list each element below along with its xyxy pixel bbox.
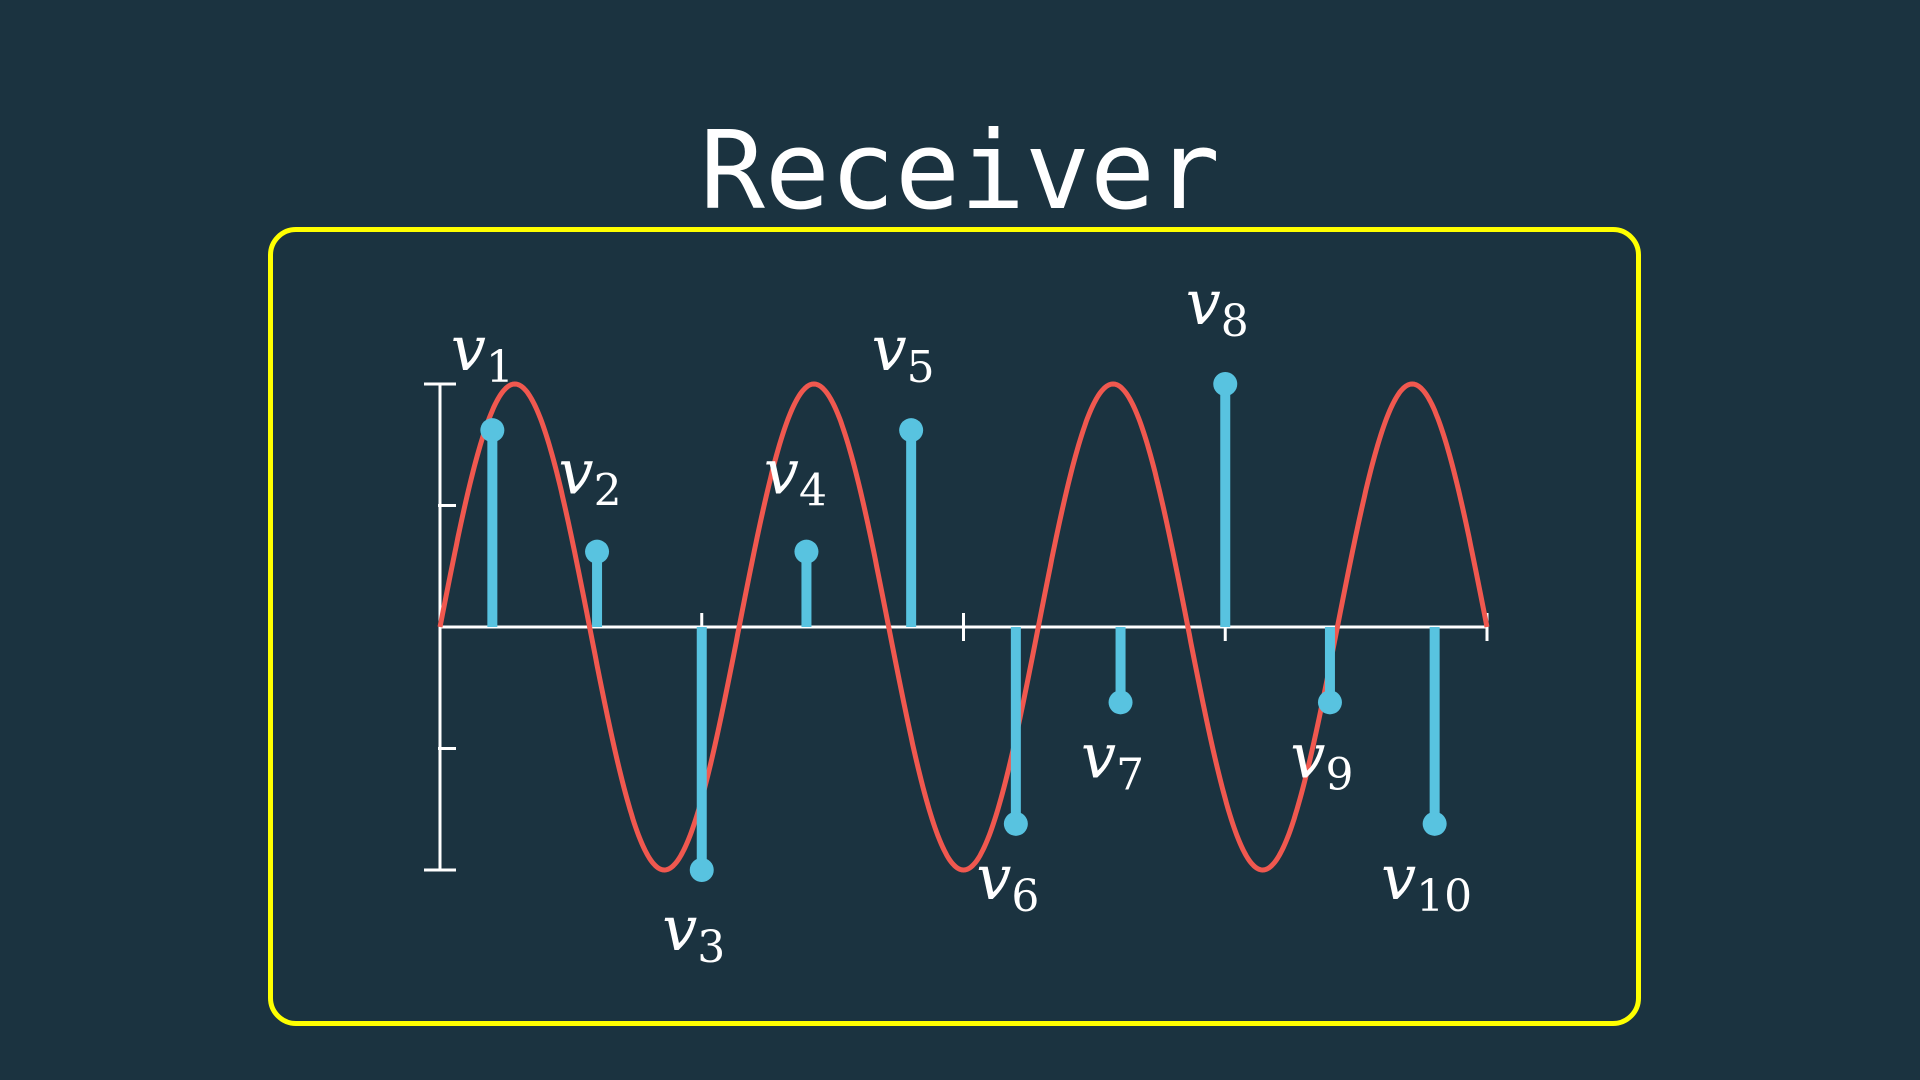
sample-dot: [689, 858, 714, 882]
receiver-frame: [268, 227, 1641, 1026]
wave-line: [437, 381, 1490, 873]
sample-stems: [480, 372, 1447, 882]
sample-dot: [794, 539, 819, 564]
sample-label: v6: [976, 841, 1039, 922]
sample-dot: [1213, 372, 1238, 396]
sample-dot: [1108, 690, 1133, 715]
sample-dot: [899, 418, 924, 443]
sample-label: v4: [764, 436, 827, 517]
sample-label: v10: [1381, 841, 1472, 922]
sample-dot: [1003, 811, 1028, 836]
diagram-title: Receiver: [699, 109, 1221, 234]
sample-labels: v1 v2 v3 v4 v5 v6 v7 v8 v9 v10: [451, 266, 1472, 973]
sample-label: v3: [662, 892, 725, 973]
sample-dot: [1422, 811, 1447, 836]
sine-wave: [437, 381, 1490, 873]
sample-label: v8: [1186, 266, 1249, 347]
sample-label: v2: [559, 436, 622, 517]
sample-dot: [480, 418, 505, 443]
sample-dot: [585, 539, 610, 564]
sample-dot: [1317, 690, 1342, 715]
sample-label: v5: [872, 312, 935, 393]
sample-label: v1: [451, 312, 514, 393]
sample-label: v9: [1290, 719, 1353, 800]
sample-label: v7: [1081, 719, 1144, 800]
